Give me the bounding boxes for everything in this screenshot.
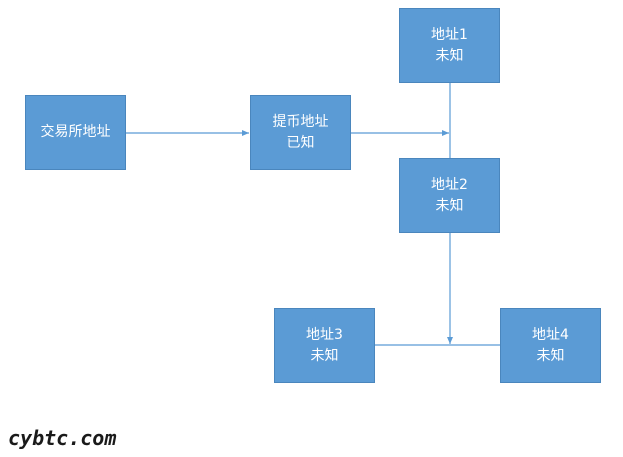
node-exchange-label: 交易所地址 <box>40 124 111 140</box>
node-exchange-address: 交易所地址 <box>25 95 126 170</box>
node-address-2: 地址2 未知 <box>399 158 500 233</box>
node-addr3-status: 未知 <box>310 347 339 364</box>
node-address-3: 地址3 未知 <box>274 308 375 383</box>
node-withdraw-label: 提币地址 <box>272 113 329 130</box>
watermark-logo: cybtc.com <box>8 426 117 450</box>
node-withdraw-status: 已知 <box>286 134 315 151</box>
node-addr1-status: 未知 <box>435 47 464 64</box>
node-address-1: 地址1 未知 <box>399 8 500 83</box>
node-address-4: 地址4 未知 <box>500 308 601 383</box>
node-addr1-label: 地址1 <box>431 26 468 43</box>
node-addr4-status: 未知 <box>536 347 565 364</box>
node-addr2-status: 未知 <box>435 197 464 214</box>
node-addr3-label: 地址3 <box>306 326 343 343</box>
node-withdrawal-address: 提币地址 已知 <box>250 95 351 170</box>
node-addr2-label: 地址2 <box>431 176 468 193</box>
node-addr4-label: 地址4 <box>532 326 569 343</box>
